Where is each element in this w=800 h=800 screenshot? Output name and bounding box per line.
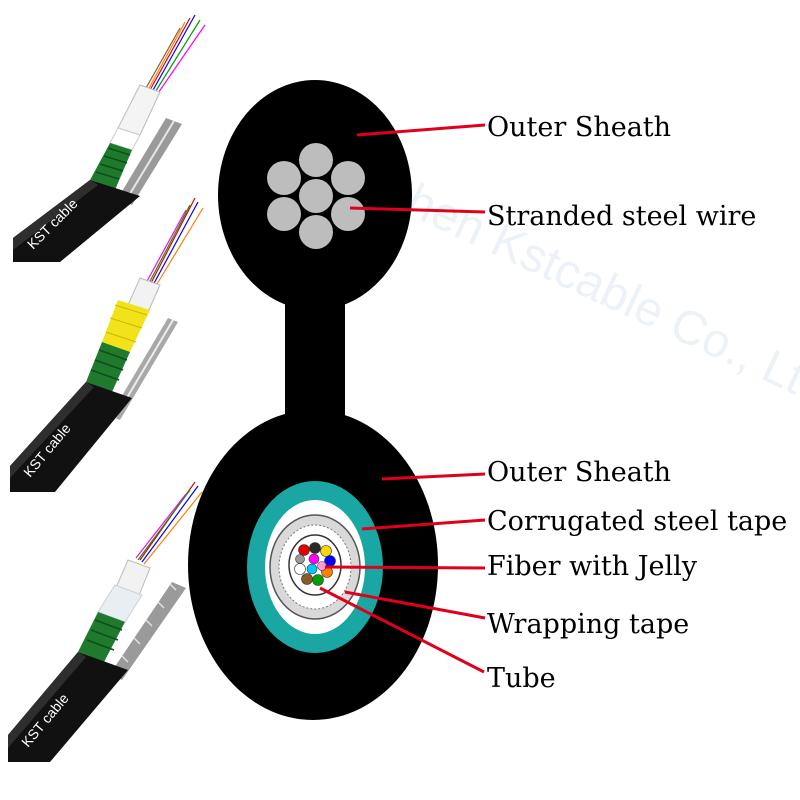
- leader-outer-sheath-top: [356, 123, 486, 137]
- label-outer-sheath-top: Outer Sheath: [487, 112, 671, 143]
- label-tube: Tube: [487, 663, 556, 694]
- label-wrapping-tape: Wrapping tape: [487, 609, 689, 640]
- label-stranded-steel-wire: Stranded steel wire: [487, 201, 756, 232]
- leader-tube: [319, 586, 485, 674]
- leader-corrugated-steel-tape: [361, 518, 486, 531]
- label-fiber-with-jelly: Fiber with Jelly: [487, 551, 698, 582]
- cable-photo-1: KST cable: [13, 14, 206, 262]
- cable-photo-2: KST cable: [10, 197, 204, 492]
- leader-outer-sheath-bottom: [381, 472, 486, 481]
- label-outer-sheath-bottom: Outer Sheath: [487, 457, 671, 488]
- leader-wrapping-tape: [344, 590, 486, 620]
- leader-lines: [319, 123, 486, 674]
- cable-photo-3: KST cable: [8, 481, 203, 762]
- leader-fiber-with-jelly: [324, 565, 486, 570]
- label-corrugated-steel-tape: Corrugated steel tape: [487, 506, 787, 537]
- leader-stranded-steel-wire: [349, 206, 486, 214]
- stranded-steel-wire: [267, 143, 365, 249]
- cable-cross-section: [188, 80, 438, 720]
- fibers-with-jelly: [294, 542, 336, 586]
